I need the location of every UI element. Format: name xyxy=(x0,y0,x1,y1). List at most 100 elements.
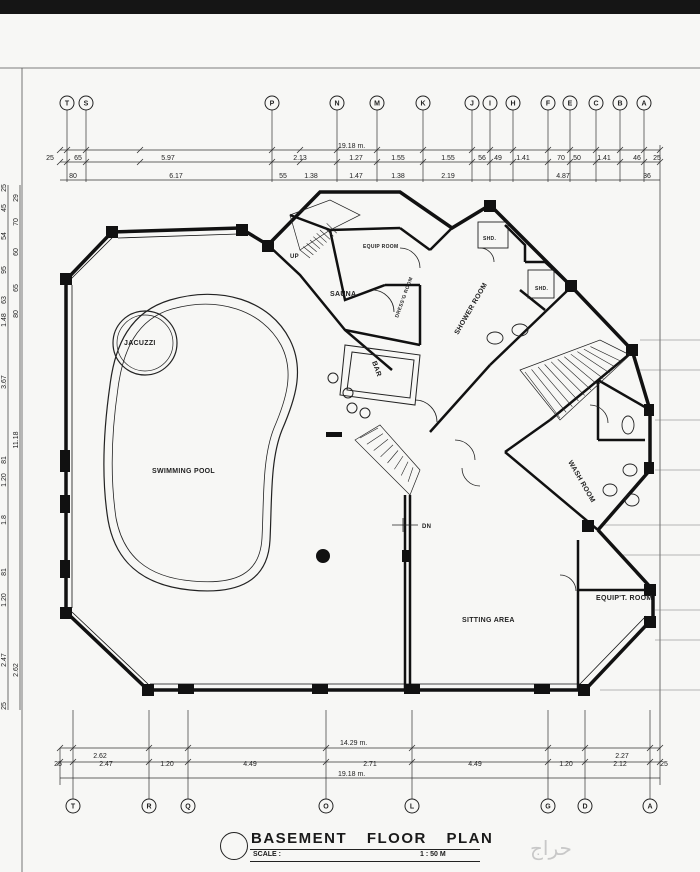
grid-bubble-label: T xyxy=(65,101,70,108)
grid-bubble xyxy=(78,95,94,111)
label-swimming-pool: SWIMMING POOL xyxy=(152,468,215,475)
scale-value: 1 : 50 M xyxy=(420,851,446,858)
dimension-label: 80 xyxy=(69,173,77,180)
grid-bubble-label: E xyxy=(568,101,573,108)
swimming-pool-inner xyxy=(111,303,289,583)
grid-bubble-label: P xyxy=(270,101,275,108)
fixtures xyxy=(477,221,640,507)
dimension-label: 1.27 xyxy=(349,155,363,162)
dimension-label: 1.20 xyxy=(1,473,8,487)
dimension-label: 1.55 xyxy=(391,155,405,162)
scale-underline xyxy=(250,861,480,862)
title-circle xyxy=(220,832,248,860)
dimension-label: 1.20 xyxy=(1,593,8,607)
dimension-label: 2.71 xyxy=(363,761,377,768)
dimension-label: 81 xyxy=(1,568,8,576)
dimension-label: 1.38 xyxy=(304,173,318,180)
dimension-label: 55 xyxy=(279,173,287,180)
dimension-label: 2.62 xyxy=(93,753,107,760)
grid-bubble xyxy=(505,95,521,111)
label-sauna: SAUNA xyxy=(330,291,356,298)
dn-arrow xyxy=(392,518,418,532)
label-shd-2: SHD. xyxy=(535,286,548,292)
grid-bubble xyxy=(562,95,578,111)
title-block: BASEMENT FLOOR PLAN SCALE : 1 : 50 M xyxy=(220,828,550,868)
dimension-label: 1.41 xyxy=(597,155,611,162)
grid-bubble xyxy=(369,95,385,111)
dimension-label: 4.49 xyxy=(468,761,482,768)
dim-top-overall: 19.18 m. xyxy=(338,143,365,150)
label-dn: DN xyxy=(422,524,431,530)
stair-treads xyxy=(299,223,622,482)
dimension-label: 1.41 xyxy=(516,155,530,162)
grid-bubble-label: K xyxy=(420,101,425,108)
dimension-label: 70 xyxy=(13,218,20,226)
grid-bubble-label: C xyxy=(593,101,598,108)
label-jacuzzi: JACUZZI xyxy=(124,340,156,347)
dimension-label: 1.20 xyxy=(160,761,174,768)
dimension-label: 25 xyxy=(1,702,8,710)
label-bar: BAR xyxy=(370,360,382,378)
dimension-label: 45 xyxy=(1,204,8,212)
dimension-label: 1.20 xyxy=(559,761,573,768)
dimension-label: 25 xyxy=(660,761,668,768)
grid-bubble xyxy=(404,798,420,814)
grid-ref-lines xyxy=(600,339,700,691)
grid-bubble xyxy=(577,798,593,814)
top-border xyxy=(0,0,700,14)
grid-bubble-label: F xyxy=(546,101,551,108)
grid-bubble-label: A xyxy=(647,804,652,811)
grid-bubble xyxy=(612,95,628,111)
label-wash: WASH ROOM xyxy=(566,460,596,505)
grid-bubble xyxy=(180,798,196,814)
grid-bubble-label: H xyxy=(510,101,515,108)
label-sitting: SITTING AREA xyxy=(462,617,515,624)
grid-bubble xyxy=(65,798,81,814)
dim-bottom-overall: 19.18 m. xyxy=(338,771,365,778)
label-shd-1: SHD. xyxy=(483,236,496,242)
dimension-label: 11.18 xyxy=(13,431,20,448)
dimension-label: 56 xyxy=(478,155,486,162)
drawing-title: BASEMENT FLOOR PLAN xyxy=(251,830,494,847)
dimension-label: 95 xyxy=(1,266,8,274)
grid-bubble-label: S xyxy=(84,101,89,108)
interior-walls xyxy=(267,213,655,690)
dimension-lines xyxy=(7,145,661,785)
dimension-label: 54 xyxy=(1,232,8,240)
dimension-label: 25 xyxy=(1,184,8,192)
dimension-label: 2.47 xyxy=(99,761,113,768)
watermark-logo: حراج xyxy=(530,836,572,860)
dimension-label: 29 xyxy=(13,194,20,202)
grid-bubble xyxy=(464,95,480,111)
dimension-label: 25 xyxy=(653,155,661,162)
grid-bubble-label: N xyxy=(334,101,339,108)
dimension-label: 25 xyxy=(54,761,62,768)
grid-bubble xyxy=(329,95,345,111)
dimension-label: 36 xyxy=(643,173,651,180)
dimension-label: 2.19 xyxy=(441,173,455,180)
stairs xyxy=(289,199,631,496)
scale-label: SCALE : xyxy=(253,851,281,858)
grid-bubble xyxy=(141,798,157,814)
dimension-label: 3.67 xyxy=(1,375,8,389)
dimension-label: 2.62 xyxy=(13,663,20,677)
dimension-label: 2.12 xyxy=(613,761,627,768)
dimension-label: 81 xyxy=(1,456,8,464)
grid-bubble xyxy=(59,95,75,111)
swimming-pool-outline xyxy=(103,293,299,592)
label-up: UP xyxy=(290,254,299,260)
dimension-label: 1.38 xyxy=(391,173,405,180)
grid-bubble xyxy=(415,95,431,111)
dimension-label: 60 xyxy=(13,248,20,256)
dimension-label: 65 xyxy=(74,155,82,162)
dimension-label: 49 xyxy=(494,155,502,162)
grid-bubble-label: D xyxy=(582,804,587,811)
grid-bubble xyxy=(588,95,604,111)
window-lines xyxy=(69,233,647,685)
dimension-label: 6.17 xyxy=(169,173,183,180)
dimension-label: 25 xyxy=(46,155,54,162)
dimension-label: 1.47 xyxy=(349,173,363,180)
